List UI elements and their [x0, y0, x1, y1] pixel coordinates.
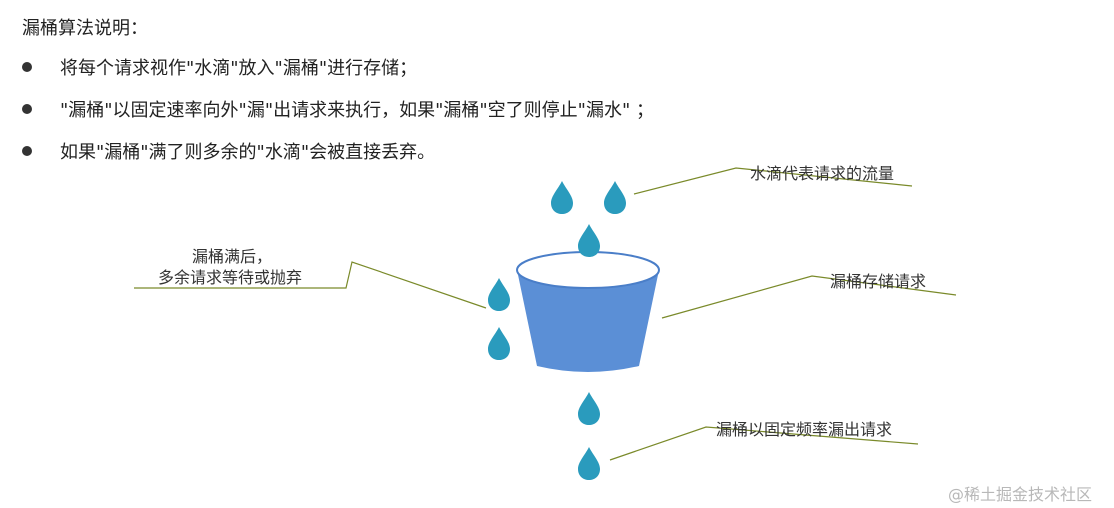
water-drop-icon	[578, 447, 600, 480]
label-drop-rate: 水滴代表请求的流量	[750, 164, 895, 183]
bucket-body	[517, 270, 659, 372]
bullet-item: 如果"漏桶"满了则多余的"水滴"会被直接丢弃。	[22, 138, 435, 164]
water-drop-icon	[578, 224, 600, 257]
leader-line-full	[134, 261, 487, 309]
bullet-text: "漏桶"以固定速率向外"漏"出请求来执行，如果"漏桶"空了则停止"漏水" ；	[60, 100, 654, 121]
page-title: 漏桶算法说明：	[22, 18, 148, 39]
leader-line-drop-rate	[633, 167, 913, 195]
bullet-dot-icon	[22, 146, 32, 156]
label-storage: 漏桶存储请求	[830, 272, 927, 291]
bullet-item: 将每个请求视作"水滴"放入"漏桶"进行存储；	[22, 54, 417, 80]
water-drop-icon	[604, 181, 626, 214]
bucket-rim	[516, 251, 660, 289]
label-full-line1: 漏桶满后，	[192, 247, 273, 266]
water-drop-icon	[578, 392, 600, 425]
leader-line-leak	[609, 426, 919, 461]
bullet-dot-icon	[22, 104, 32, 114]
water-drop-icon	[488, 278, 510, 311]
bullet-item: "漏桶"以固定速率向外"漏"出请求来执行，如果"漏桶"空了则停止"漏水" ；	[22, 96, 654, 122]
leader-line-storage	[661, 275, 957, 319]
water-drop-icon	[551, 181, 573, 214]
bullet-text: 将每个请求视作"水滴"放入"漏桶"进行存储；	[60, 58, 418, 79]
label-leak-rate: 漏桶以固定频率漏出请求	[716, 420, 893, 439]
label-full-line2: 多余请求等待或抛弃	[158, 268, 303, 287]
water-drop-icon	[488, 327, 510, 360]
bullet-text: 如果"漏桶"满了则多余的"水滴"会被直接丢弃。	[60, 142, 436, 163]
bullet-dot-icon	[22, 62, 32, 72]
watermark: @稀土掘金技术社区	[948, 485, 1093, 504]
